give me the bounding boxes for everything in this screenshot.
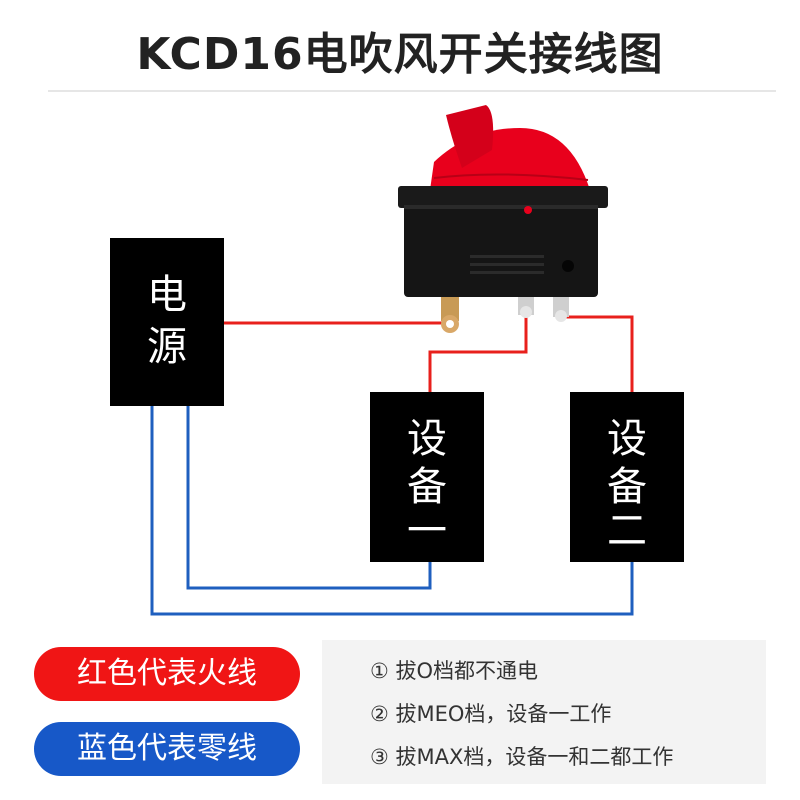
live-wire-device-one	[428, 316, 528, 392]
device-two-label-3: 二	[607, 508, 647, 554]
device-one-label-1: 设	[407, 416, 447, 462]
device-one-box: 设 备 一	[370, 392, 484, 562]
legend-live-wire: 红色代表火线	[34, 647, 300, 701]
switch-housing-bezel	[398, 186, 608, 208]
power-label-1: 电	[147, 272, 187, 318]
switch-housing-body	[404, 205, 598, 297]
legend-neutral-wire: 蓝色代表零线	[34, 722, 300, 776]
neutral-wire-device-two	[150, 406, 634, 616]
switch-terminal-right	[553, 297, 569, 322]
note-position-max: ③ 拔MAX档，设备一和二都工作	[370, 745, 674, 769]
device-two-box: 设 备 二	[570, 392, 684, 562]
switch-rocker-tab	[446, 105, 494, 168]
switch-terminal-left	[441, 297, 459, 333]
device-two-label-2: 备	[607, 464, 647, 510]
note-position-meo: ② 拔MEO档，设备一工作	[370, 702, 612, 726]
switch-terminal-middle	[518, 297, 534, 318]
rocker-switch-illustration	[398, 105, 608, 333]
neutral-wire-device-one	[186, 406, 432, 590]
title-divider	[48, 90, 776, 92]
note-position-off: ① 拔O档都不通电	[370, 659, 539, 683]
switch-indicator-hole	[562, 260, 574, 272]
device-one-label-2: 备	[407, 464, 447, 510]
page-title: KCD16电吹风开关接线图	[136, 29, 664, 80]
power-source-box: 电 源	[110, 238, 224, 406]
switch-position-notes: ① 拔O档都不通电 ② 拔MEO档，设备一工作 ③ 拔MAX档，设备一和二都工作	[322, 640, 766, 784]
device-two-label-1: 设	[607, 416, 647, 462]
live-wire-device-two	[562, 315, 634, 392]
device-one-label-3: 一	[407, 508, 447, 554]
power-label-2: 源	[147, 324, 187, 370]
